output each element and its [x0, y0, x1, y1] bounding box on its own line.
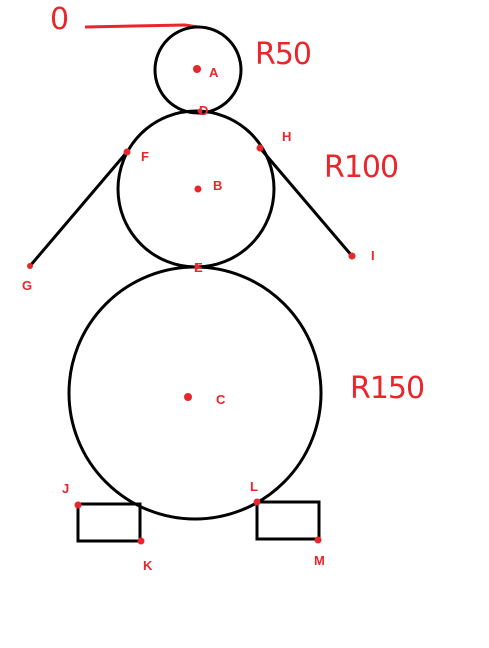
- base-radius-label: R150: [350, 371, 424, 406]
- base-circle: [67, 265, 323, 521]
- point-g-marker: [27, 263, 33, 269]
- point-l-label: L: [250, 479, 258, 494]
- origin-line: [84, 23, 199, 29]
- point-l-marker: [253, 498, 261, 506]
- point-h-label: H: [282, 129, 291, 144]
- point-a-label: A: [209, 65, 219, 80]
- head-radius-label: R50: [255, 37, 311, 72]
- point-h-marker: [256, 144, 264, 152]
- point-b-label: B: [213, 178, 222, 193]
- point-b-marker: [194, 185, 202, 193]
- point-k-label: K: [143, 558, 153, 573]
- right-arm-line: [258, 147, 354, 257]
- right-foot-rect: [255, 500, 321, 541]
- point-f-label: F: [141, 149, 149, 164]
- origin-label: 0: [50, 2, 68, 37]
- point-m-marker: [314, 536, 322, 544]
- point-j-label: J: [62, 481, 69, 496]
- point-e-label: E: [194, 260, 203, 275]
- point-d-marker: [197, 108, 203, 114]
- point-g-label: G: [22, 278, 32, 293]
- point-k-marker: [137, 537, 145, 545]
- point-m-label: M: [314, 553, 325, 568]
- torso-radius-label: R100: [324, 150, 398, 185]
- point-e-marker: [194, 264, 200, 270]
- head-circle: [153, 25, 243, 115]
- left-foot-rect: [76, 502, 142, 543]
- point-j-marker: [74, 501, 82, 509]
- left-arm-line: [28, 151, 129, 267]
- point-i-label: I: [371, 248, 375, 263]
- point-a-marker: [193, 65, 201, 73]
- point-c-marker: [184, 393, 192, 401]
- point-c-label: C: [216, 392, 226, 407]
- point-d-label: D: [199, 103, 208, 118]
- point-i-marker: [348, 252, 356, 260]
- point-f-marker: [123, 148, 131, 156]
